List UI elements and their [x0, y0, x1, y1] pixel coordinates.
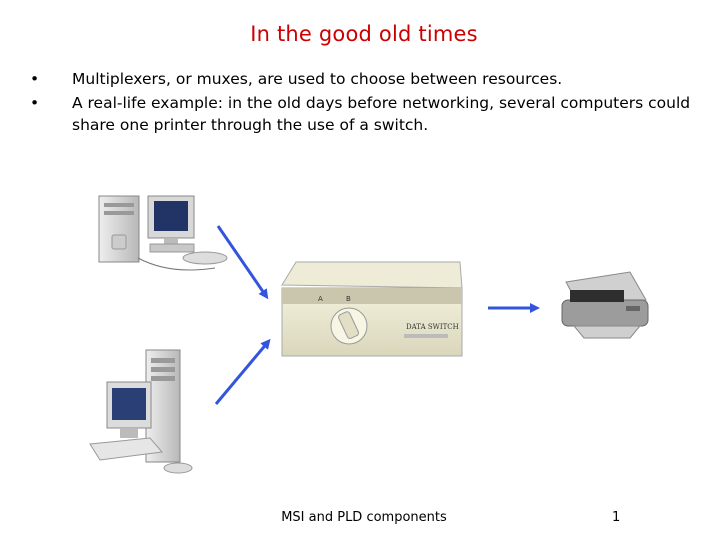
bullet-text: A real-life example: in the old days bef… [72, 94, 691, 134]
computer-top-icon [98, 195, 228, 271]
slide-title: In the good old times [250, 22, 478, 46]
arrow-top-to-switch [216, 225, 269, 300]
switch-brand-label: DATA SWITCH [406, 323, 459, 331]
switch-label-a: A [318, 295, 323, 303]
printer-icon [561, 271, 649, 339]
bullet-item: • A real-life example: in the old days b… [26, 92, 706, 136]
footer-text: MSI and PLD components [281, 510, 447, 525]
page-number: 1 [612, 510, 621, 525]
bullet-text: Multiplexers, or muxes, are used to choo… [72, 70, 563, 88]
bullet-dot-icon: • [30, 70, 40, 88]
computer-bottom-icon [89, 349, 193, 474]
switch-label-b: B [346, 295, 351, 303]
arrow-bottom-to-switch [214, 338, 271, 405]
bullet-item: • Multiplexers, or muxes, are used to ch… [26, 68, 706, 90]
bullet-dot-icon: • [30, 94, 40, 112]
data-switch-icon: A B DATA SWITCH [281, 261, 463, 357]
bullet-list: • Multiplexers, or muxes, are used to ch… [26, 68, 706, 138]
